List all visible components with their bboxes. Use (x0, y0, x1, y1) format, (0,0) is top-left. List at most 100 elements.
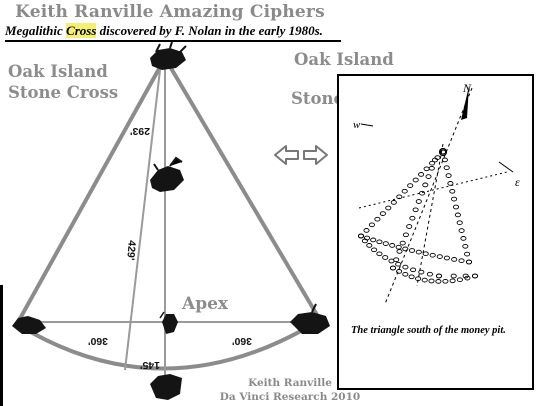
stone-dot (442, 278, 449, 284)
compass-east: ε (515, 175, 520, 189)
stone-dot (428, 278, 435, 284)
subtitle-highlight: Cross (66, 23, 97, 38)
stone-dot (396, 269, 403, 274)
measure-right-arm: 360' (232, 335, 252, 347)
center-axis-line (416, 143, 444, 287)
stone-dot (374, 216, 381, 222)
stone-dot (382, 255, 389, 260)
stone-dot (390, 200, 397, 205)
stone-dot (464, 251, 471, 257)
stone-icon (159, 311, 178, 334)
left-right-arrow-icon (274, 145, 328, 165)
stone-dot (407, 183, 414, 188)
stone-dot (425, 174, 432, 179)
stone-dot (431, 157, 439, 163)
cross-label-line1: Oak Island (8, 62, 108, 81)
stone-dot (371, 247, 378, 253)
compass-west: w (353, 119, 361, 131)
stone-icon (290, 303, 330, 334)
stone-icon (150, 374, 182, 400)
cross-label: Oak Island Stone Cross (8, 61, 118, 103)
stone-dot (395, 261, 402, 267)
page-subtitle: Megalithic Cross discovered by F. Nolan … (5, 23, 323, 39)
stone-dot (443, 165, 450, 171)
stone-dot (422, 251, 429, 257)
stone-dot (435, 279, 442, 284)
stone-dot (445, 173, 452, 178)
stone-dot (452, 204, 460, 210)
north-axis-line (384, 87, 473, 305)
east-tick (498, 161, 514, 173)
credit-name: Keith Ranville (248, 377, 332, 389)
stone-dot (449, 278, 456, 284)
stone-dot (357, 233, 365, 239)
stone-dot (408, 274, 415, 280)
stone-dot (423, 166, 430, 172)
stone-dot (361, 238, 368, 244)
credit-org: Da Vinci Research 2010 (219, 391, 361, 403)
map-caption: The triangle south of the money pit. (351, 325, 506, 336)
stone-dot (471, 273, 479, 279)
stone-dot (408, 248, 416, 253)
stone-dot (396, 249, 403, 254)
stone-dot (382, 241, 389, 246)
stone-dot (422, 182, 429, 188)
cross-left-side (15, 57, 167, 325)
stone-dot (401, 188, 408, 194)
stone-dot (460, 236, 467, 241)
apex-marker-icon (438, 147, 448, 157)
stone-dot (376, 251, 383, 257)
measure-left-arm: 360' (88, 335, 108, 347)
stone-icon (150, 156, 184, 192)
stone-dot (402, 271, 409, 277)
stone-dot (439, 149, 447, 155)
stone-icon (150, 41, 187, 70)
stone-dot (363, 228, 370, 233)
stone-dot (449, 188, 456, 194)
stone-dot (415, 199, 422, 204)
stone-dot (419, 190, 426, 196)
stone-dot (376, 239, 383, 245)
cross-offset-line (124, 69, 161, 371)
stone-dot (418, 269, 425, 275)
stone-triangle-sketch: N w ε (353, 81, 520, 305)
stone-dot (418, 172, 425, 177)
stone-dot (426, 271, 433, 277)
apex-label: Apex (182, 294, 229, 314)
stone-dot (389, 243, 396, 248)
stone-dot (399, 240, 406, 246)
triangle-label-line1: Oak Island (294, 50, 394, 69)
stone-dot (458, 258, 465, 264)
stone-dot (447, 181, 454, 186)
stone-dot (436, 254, 443, 259)
credit: Keith Ranville Da Vinci Research 2010 (210, 376, 370, 404)
stone-dot (429, 160, 436, 166)
stone-dot (370, 237, 377, 243)
left-edge-rule (0, 285, 3, 406)
stone-dot (389, 265, 397, 271)
stone-dot (462, 273, 469, 279)
stone-dot (465, 259, 473, 265)
stone-dot (415, 249, 422, 255)
subtitle-text-end: discovered by F. Nolan in the early 1980… (96, 23, 323, 38)
west-tick (360, 123, 374, 127)
stone-dot (402, 264, 409, 270)
cross-right-side (163, 56, 322, 322)
compass-north: N (462, 81, 472, 95)
cross-label-line2: Stone Cross (8, 83, 119, 102)
cross-lower-arc (15, 318, 322, 371)
page-title: Keith Ranville Amazing Ciphers (15, 2, 325, 22)
measure-upper-vertical: 293' (130, 125, 150, 137)
stone-dot (451, 257, 458, 262)
stone-dot (406, 224, 413, 229)
stone-dot (402, 246, 409, 252)
stone-dot (421, 277, 428, 283)
stone-dot (435, 273, 443, 279)
stone-dot (454, 212, 461, 218)
stone-dot (388, 258, 395, 264)
stone-dot (366, 243, 373, 248)
stone-dot (441, 157, 448, 163)
measure-lower-vertical: 145' (140, 359, 160, 371)
stone-icon (12, 316, 46, 334)
